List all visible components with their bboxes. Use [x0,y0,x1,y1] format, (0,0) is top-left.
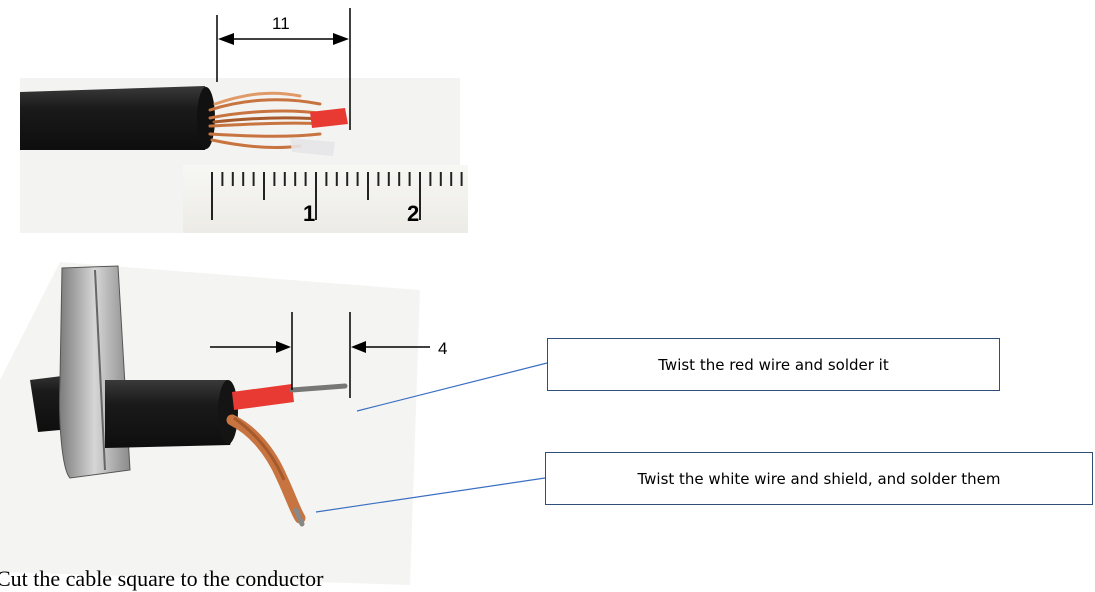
caption-fragment: Cut the cable square to the conductor [0,566,323,592]
strip-length-label: 11 [272,14,290,34]
cable-body [20,86,210,150]
callout-white-wire-text: Twist the white wire and shield, and sol… [637,470,1000,488]
ruler-label-2: 2 [407,201,419,227]
ruler [183,165,468,233]
top-photo [20,78,468,233]
tin-length-label: 4 [438,339,447,359]
callout-red-wire: Twist the red wire and solder it [547,338,1000,391]
lower-cable-body [105,380,235,448]
bottom-photo [0,262,420,585]
ruler-label-1: 1 [303,201,315,227]
callout-white-wire-shield: Twist the white wire and shield, and sol… [545,452,1093,505]
callout-red-wire-text: Twist the red wire and solder it [658,356,888,374]
